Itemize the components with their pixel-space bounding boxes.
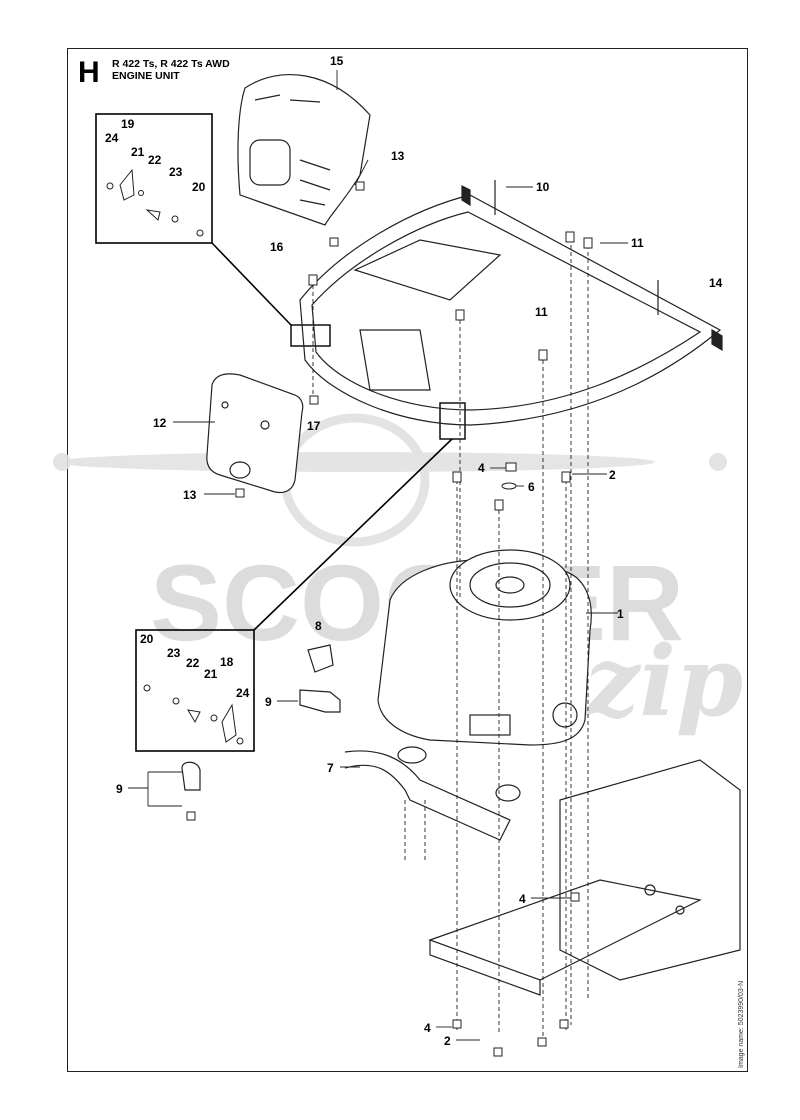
callout-20: 20 — [192, 180, 206, 194]
inset-box-bottom — [135, 629, 255, 752]
callout-1: 1 — [617, 607, 624, 621]
callout-9: 9 — [265, 695, 272, 709]
callout-13: 13 — [183, 488, 197, 502]
callout-20: 20 — [140, 632, 154, 646]
callout-22: 22 — [148, 153, 162, 167]
section-subtitle: ENGINE UNIT — [112, 70, 180, 82]
callout-23: 23 — [169, 165, 183, 179]
detail-marker-bottom — [439, 402, 466, 440]
callout-17: 17 — [307, 419, 321, 433]
model-title: R 422 Ts, R 422 Ts AWD — [112, 58, 230, 70]
exhaust-pipe — [344, 746, 521, 841]
callout-4: 4 — [424, 1021, 431, 1035]
callout-22: 22 — [186, 656, 200, 670]
callout-19: 19 — [121, 117, 135, 131]
callout-10: 10 — [536, 180, 550, 194]
assembly-axis-lines — [312, 245, 589, 1040]
callout-14: 14 — [709, 276, 723, 290]
callout-9: 9 — [116, 782, 123, 796]
exhaust-bracket — [181, 644, 341, 791]
inset-top-parts — [106, 168, 204, 237]
callout-18: 18 — [220, 655, 234, 669]
callout-11: 11 — [535, 305, 548, 319]
callout-6: 6 — [528, 480, 535, 494]
callout-4: 4 — [478, 461, 485, 475]
callout-12: 12 — [153, 416, 167, 430]
callout-24: 24 — [236, 686, 250, 700]
callout-4: 4 — [519, 892, 526, 906]
callout-23: 23 — [167, 646, 181, 660]
engine-hood — [237, 73, 371, 226]
callout-13: 13 — [391, 149, 405, 163]
callout-15: 15 — [330, 54, 344, 68]
watermark: SCOOTER zip — [53, 413, 743, 738]
callout-11: 11 — [631, 236, 644, 250]
hardware — [186, 181, 593, 1057]
callout-21: 21 — [204, 667, 218, 681]
callout-7: 7 — [327, 761, 334, 775]
diagram-frame — [67, 48, 748, 1072]
callout-24: 24 — [105, 131, 119, 145]
callout-8: 8 — [315, 619, 322, 633]
chassis-frame — [299, 180, 723, 426]
callout-16: 16 — [270, 240, 284, 254]
watermark-script: zip — [583, 625, 743, 738]
engine-mounting-plate — [428, 759, 741, 996]
callout-2: 2 — [609, 468, 616, 482]
leader-lines — [128, 70, 628, 1041]
callout-2: 2 — [444, 1034, 451, 1048]
inset-bottom-parts — [143, 684, 244, 745]
callout-21: 21 — [131, 145, 145, 159]
muffler — [206, 373, 304, 494]
engine — [377, 549, 592, 746]
inset-box-top — [95, 113, 213, 244]
section-letter: H — [78, 56, 100, 89]
detail-marker-top — [290, 324, 331, 347]
callout-labels: 1 2 2 4 4 4 6 7 8 9 9 10 11 11 12 13 13 … — [105, 54, 723, 1048]
